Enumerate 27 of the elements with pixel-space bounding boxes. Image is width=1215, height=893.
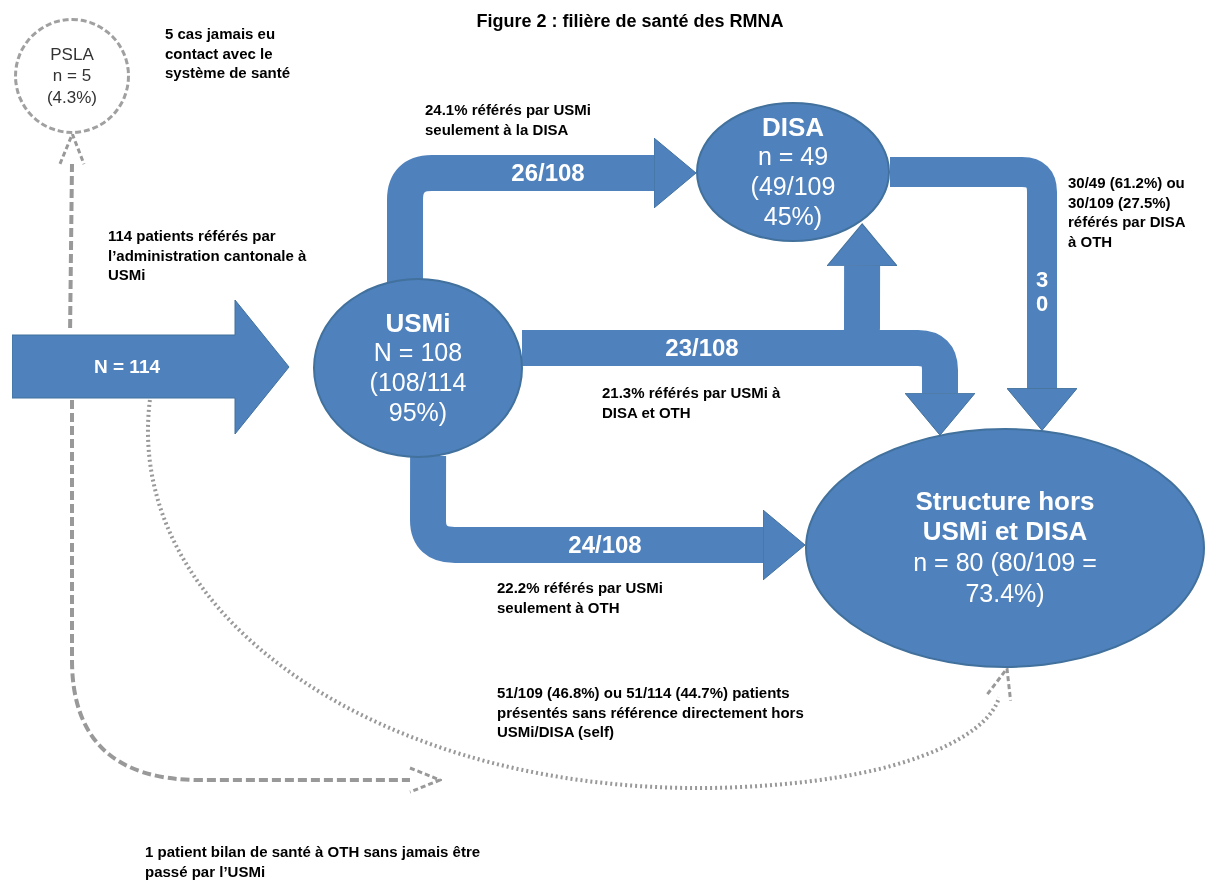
node-text: n = 49 (49/109 45%)	[749, 141, 837, 232]
node-caption: 5 cas jamais eu contact avec le système de santé	[165, 24, 292, 83]
annotation-text: 1 patient bilan de santé à OTH sans jamais être passé par l’USMi	[145, 842, 482, 881]
block-arrow-shape	[12, 300, 290, 435]
edge-label: 30	[1034, 267, 1050, 317]
annotation-text: 114 patients référés par l’administration cantonale à USMi	[108, 226, 308, 285]
figure-title: Figure 2 : filière de santé des RMNA	[475, 10, 785, 33]
annotation-text: 24.1% référés par USMi seulement à la DISA	[425, 100, 592, 139]
node-text: PSLA n = 5 (4.3%)	[46, 44, 98, 108]
node-title: Structure hors USMi et DISA	[914, 486, 1096, 547]
annotation-text: 51/109 (46.8%) ou 51/114 (44.7%) patients présentés sans référence directement hors USMi/DISA (self)	[497, 683, 805, 742]
node-title: DISA	[761, 112, 825, 142]
annotation-text: 22.2% référés par USMi seulement à OTH	[497, 578, 664, 617]
edge-label: 24/108	[568, 530, 642, 560]
block-arrow	[890, 157, 1078, 431]
dashed-arrow	[147, 399, 1012, 790]
node-text: n = 80 (80/109 = 73.4%)	[912, 546, 1098, 609]
dashed-arrow	[70, 399, 442, 794]
dashed-arrow	[58, 132, 86, 328]
annotation-text: 21.3% référés par USMi à DISA et OTH	[602, 383, 782, 422]
node-text: N = 114	[94, 355, 161, 380]
annotation-text: 30/49 (61.2%) ou 30/109 (27.5%) référés par DISA à OTH	[1068, 173, 1186, 251]
edge-label: 23/108	[665, 333, 739, 363]
block-arrow	[410, 455, 806, 581]
node-text: N = 108 (108/114 95%)	[368, 337, 468, 428]
edge-label: 26/108	[511, 158, 585, 188]
node-title: USMi	[385, 308, 451, 338]
